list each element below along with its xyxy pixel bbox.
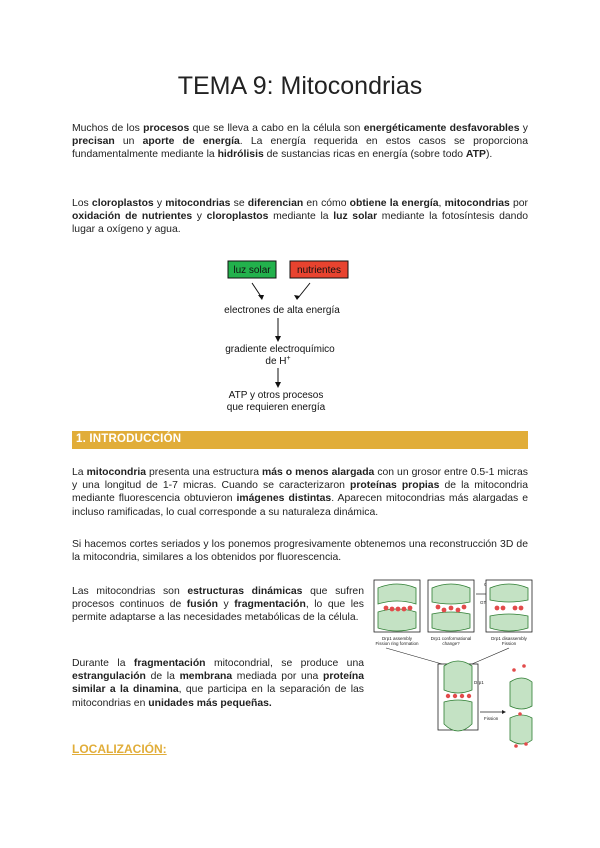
- label-drp1-conformational: Drp1 conformational: [431, 636, 472, 641]
- label-drp1: Drp1: [474, 680, 484, 685]
- high-energy-electrons-label: electrones de alta energía: [224, 305, 340, 316]
- section-title: 1. INTRODUCCIÓN: [76, 433, 182, 445]
- label-gtp: GTP: [480, 600, 489, 605]
- atp-label-line1: ATP y otros procesos: [229, 390, 324, 401]
- panel-disassembly: Drp1 disassembly Fission: [485, 579, 533, 646]
- panel-fission-ring: Drp1 assembly Fission ring formation: [373, 579, 421, 646]
- daughter-mitochondria: [509, 664, 533, 748]
- comparison-paragraph: Los cloroplastos y mitocondrias se difer…: [72, 198, 529, 236]
- dynamics-paragraph: Las mitocondrias son estructuras dinámic…: [72, 586, 364, 624]
- subheading-localizacion: LOCALIZACIÓN:: [72, 742, 167, 756]
- nutrients-box: [289, 260, 349, 279]
- sunlight-box: [227, 260, 277, 279]
- label-fission: Fission: [502, 641, 517, 646]
- energy-flow-diagram: luz solar nutrientes electrones de alta …: [224, 260, 349, 413]
- label-fission-ring: Fission ring formation: [375, 641, 419, 646]
- label-drp1-disassembly: Drp1 disassembly: [491, 636, 528, 641]
- label-change: change?: [442, 641, 460, 646]
- label-fission-arrow: Fission: [484, 716, 499, 721]
- atp-label-line2: que requieren energía: [227, 402, 326, 413]
- nutrients-label: nutrientes: [297, 265, 341, 276]
- mitochondrial-fission-figure: Drp1 assembly Fission ring formation Drp…: [373, 579, 533, 748]
- fragmentation-paragraph: Durante la fragmentación mitocondrial, s…: [72, 658, 365, 709]
- intro-paragraph: Muchos de los procesos que se lleva a ca…: [72, 123, 528, 161]
- sunlight-label: luz solar: [233, 265, 271, 276]
- structure-paragraph: La mitocondria presenta una estructura m…: [72, 467, 528, 518]
- dividing-mitochondrion: Drp1: [437, 660, 484, 732]
- gradient-label-line1: gradiente electroquímico: [225, 344, 335, 355]
- section-header-introduccion: 1. INTRODUCCIÓN: [72, 431, 528, 449]
- label-drp1-assembly: Drp1 assembly: [382, 636, 413, 641]
- panel-conformational-change: Drp1 conformational change?: [427, 579, 475, 646]
- reconstruction-paragraph: Si hacemos cortes seriados y los ponemos…: [72, 539, 528, 564]
- gradient-label-line2: de H+: [265, 355, 290, 367]
- page-title: TEMA 9: Mitocondrias: [177, 72, 423, 100]
